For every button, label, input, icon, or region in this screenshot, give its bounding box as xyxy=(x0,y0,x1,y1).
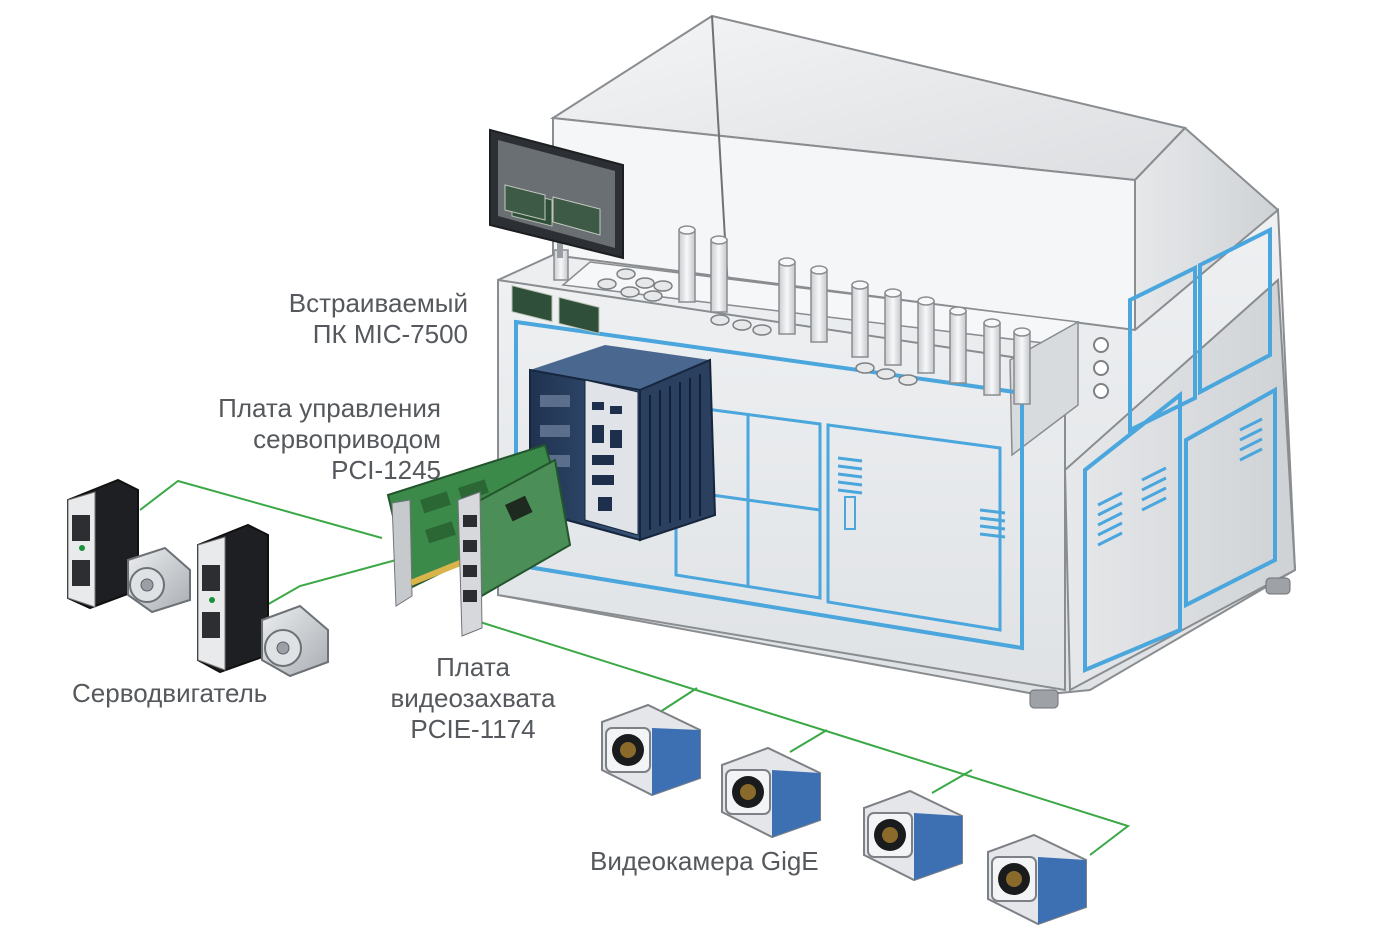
gige-camera-4 xyxy=(987,833,1087,926)
label-frame-grabber-line2: видеозахвата xyxy=(390,683,556,713)
embedded-pc xyxy=(529,345,717,542)
gige-camera-3 xyxy=(863,789,963,882)
label-servo-card-line2: сервоприводом xyxy=(253,424,441,454)
label-embedded-pc-line2: ПК MIC-7500 xyxy=(312,319,468,349)
label-embedded-pc-line1: Встраиваемый xyxy=(288,288,468,318)
label-frame-grabber: Плата видеозахвата PCIE-1174 xyxy=(380,652,566,745)
servo-drive-2 xyxy=(197,523,269,674)
label-embedded-pc: Встраиваемый ПК MIC-7500 xyxy=(289,288,468,350)
label-frame-grabber-line1: Плата xyxy=(436,652,510,682)
label-frame-grabber-line3: PCIE-1174 xyxy=(410,714,536,744)
label-servo-card-line3: PCI-1245 xyxy=(331,455,441,485)
gige-camera-1 xyxy=(601,703,701,797)
servo-motor-2 xyxy=(261,604,329,678)
servo-drive-1 xyxy=(67,478,139,610)
label-servo-motor: Серводвигатель xyxy=(72,678,268,708)
industrial-machine xyxy=(497,14,1297,709)
touch-monitor xyxy=(489,128,624,334)
network-lines xyxy=(139,479,1131,856)
label-gige-camera: Видеокамера GigE xyxy=(590,846,819,876)
servo-motor-1 xyxy=(127,546,191,614)
gige-camera-2 xyxy=(721,746,821,839)
frame-grabber-card xyxy=(457,458,572,637)
label-servo-card: Плата управления сервоприводом PCI-1245 xyxy=(218,393,441,486)
label-servo-card-line1: Плата управления xyxy=(218,393,441,423)
